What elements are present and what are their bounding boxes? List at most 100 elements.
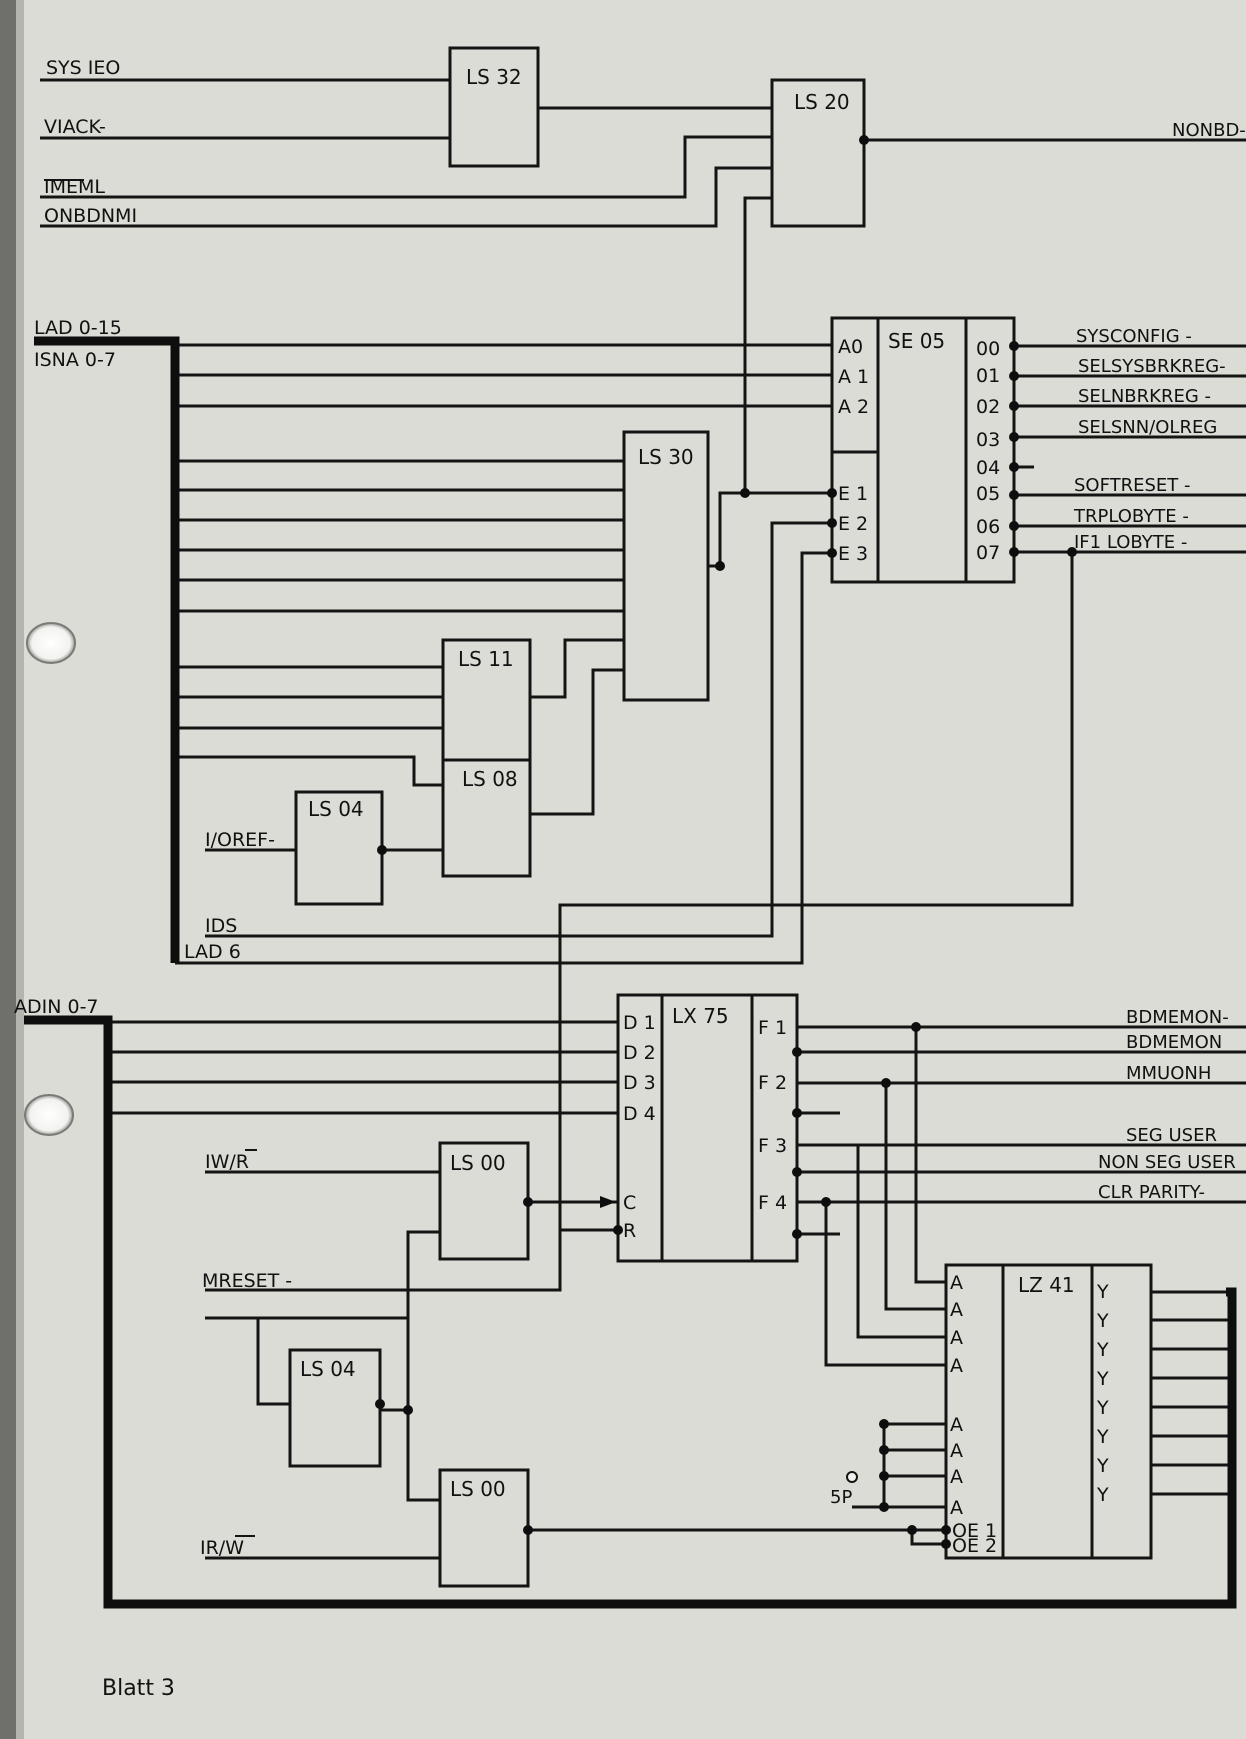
output-labels: NONBD- SYSCONFIG - SELSYSBRKREG- SELNBRK… [830,120,1246,1508]
chip-ls11-name: LS 11 [458,647,514,671]
se05-pin-02: 02 [976,396,1000,418]
se05-pin-07: 07 [976,542,1000,564]
lx75-pin-f4: F 4 [758,1192,787,1214]
chip-ls32 [448,46,540,168]
se05-pin-a2: A 2 [838,396,869,418]
lz41-pin-a7: A [950,1466,963,1488]
label-selsnn: SELSNN/OLREG [1078,417,1217,438]
chip-se05-name: SE 05 [888,329,945,353]
lz41-pin-y3: Y [1096,1339,1109,1361]
lz41-pin-oe2: OE 2 [952,1535,997,1557]
lz41-pin-y8: Y [1096,1484,1109,1506]
label-sysieo: SYS IEO [46,57,120,79]
label-sysconfig: SYSCONFIG - [1076,326,1192,347]
label-nonseguser: NON SEG USER [1098,1152,1236,1173]
punch-hole-bottom [24,1094,74,1136]
lx75-pin-d3: D 3 [623,1072,656,1094]
lz41-pin-a6: A [950,1440,963,1462]
label-seguser: SEG USER [1126,1125,1217,1146]
paper-edge-gradient [16,0,24,1739]
chip-ls20-name: LS 20 [794,90,850,114]
se05-pin-a0: A0 [838,336,863,358]
lz41-pin-y6: Y [1096,1426,1109,1448]
chip-se05 [830,316,1016,584]
lad-bus [34,336,180,963]
label-trplobyte: TRPLOBYTE - [1073,506,1189,527]
lx75-pin-f3: F 3 [758,1135,787,1157]
label-nonbd: NONBD- [1172,120,1246,141]
label-softreset: SOFTRESET - [1074,475,1191,496]
se05-pin-00: 00 [976,338,1000,360]
lz41-pin-y1: Y [1096,1281,1109,1303]
lz41-pin-y7: Y [1096,1455,1109,1477]
chip-ls08 [441,758,532,878]
lz41-pin-a3: A [950,1327,963,1349]
se05-pin-e1: E 1 [838,483,868,505]
label-selnbrkreg: SELNBRKREG - [1078,386,1211,407]
label-ioref: I/OREF- [205,829,275,851]
label-lad-bus: LAD 0-15 [34,317,122,339]
se05-pin-04: 04 [976,457,1000,479]
lz41-pin-oe1: OE 1 [952,1520,997,1542]
punch-hole-top [26,622,76,664]
lx75-pin-d4: D 4 [623,1103,656,1125]
input-labels: SYS IEO VIACK- IMEML ONBDNMI LAD 0-15 IS… [14,57,292,1559]
chip-boxes [288,46,1153,1588]
lx75-pin-f2: F 2 [758,1072,787,1094]
label-viack: VIACK- [44,116,106,138]
power-terminal-5p [846,1471,858,1483]
label-onbdnmi: ONBDNMI [44,205,137,227]
lx75-pin-d1: D 1 [623,1012,656,1034]
label-adin-bus: ADIN 0-7 [14,996,99,1018]
se05-pin-e3: E 3 [838,543,868,565]
label-selsysbrkreg: SELSYSBRKREG- [1078,356,1226,377]
lz41-pin-a2: A [950,1299,963,1321]
label-bdmemon-n: BDMEMON- [1126,1007,1229,1028]
label-iwr: IW/R [205,1151,249,1173]
chip-ls00-lower-name: LS 00 [450,1477,506,1501]
lz41-pin-a4: A [950,1355,963,1377]
pin-labels: A0 A 1 A 2 E 1 E 2 E 3 00 01 02 03 04 05… [623,336,1109,1557]
label-isna-bus: ISNA 0-7 [34,349,116,371]
label-clrparity: CLR PARITY- [1098,1182,1205,1203]
se05-pin-e2: E 2 [838,513,868,535]
lx75-pin-c: C [623,1192,636,1214]
chip-lx75 [616,993,799,1263]
chip-ls20 [770,78,866,228]
chip-lx75-name: LX 75 [672,1004,729,1028]
chip-names: LS 32 LS 20 SE 05 LS 30 LS 11 LS 08 LS 0… [300,65,1075,1501]
chip-ls32-name: LS 32 [466,65,522,89]
se05-pin-01: 01 [976,365,1000,387]
wires [40,78,1246,1560]
chip-ls04-upper-name: LS 04 [308,797,364,821]
chip-ls04-lower-name: LS 04 [300,1357,356,1381]
se05-pin-a1: A 1 [838,366,869,388]
label-5p: 5P [830,1487,852,1508]
lx75-pin-f1: F 1 [758,1017,787,1039]
chip-ls08-name: LS 08 [462,767,518,791]
label-imeml: IMEML [44,176,105,198]
se05-pin-03: 03 [976,429,1000,451]
lz41-pin-a8: A [950,1497,963,1519]
label-if1lobyte: IF1 LOBYTE - [1074,532,1187,553]
sheet-number: Blatt 3 [102,1676,175,1701]
lz41-pin-y2: Y [1096,1310,1109,1332]
chip-ls00-upper-name: LS 00 [450,1151,506,1175]
label-mmuonh: MMUONH [1126,1063,1211,1084]
adin-bus [24,1015,1237,1609]
chip-ls30 [622,430,710,702]
buses [24,336,1237,1609]
label-mreset: MRESET - [202,1270,292,1292]
label-ids: IDS [205,915,237,937]
paper-edge-shadow [0,0,16,1739]
label-bdmemon: BDMEMON [1126,1032,1222,1053]
junctions [375,135,1077,1549]
lx75-pin-r: R [623,1220,636,1242]
lz41-pin-y4: Y [1096,1368,1109,1390]
chip-ls30-name: LS 30 [638,445,694,469]
lz41-pin-a5: A [950,1414,963,1436]
label-lad6: LAD 6 [184,941,241,963]
